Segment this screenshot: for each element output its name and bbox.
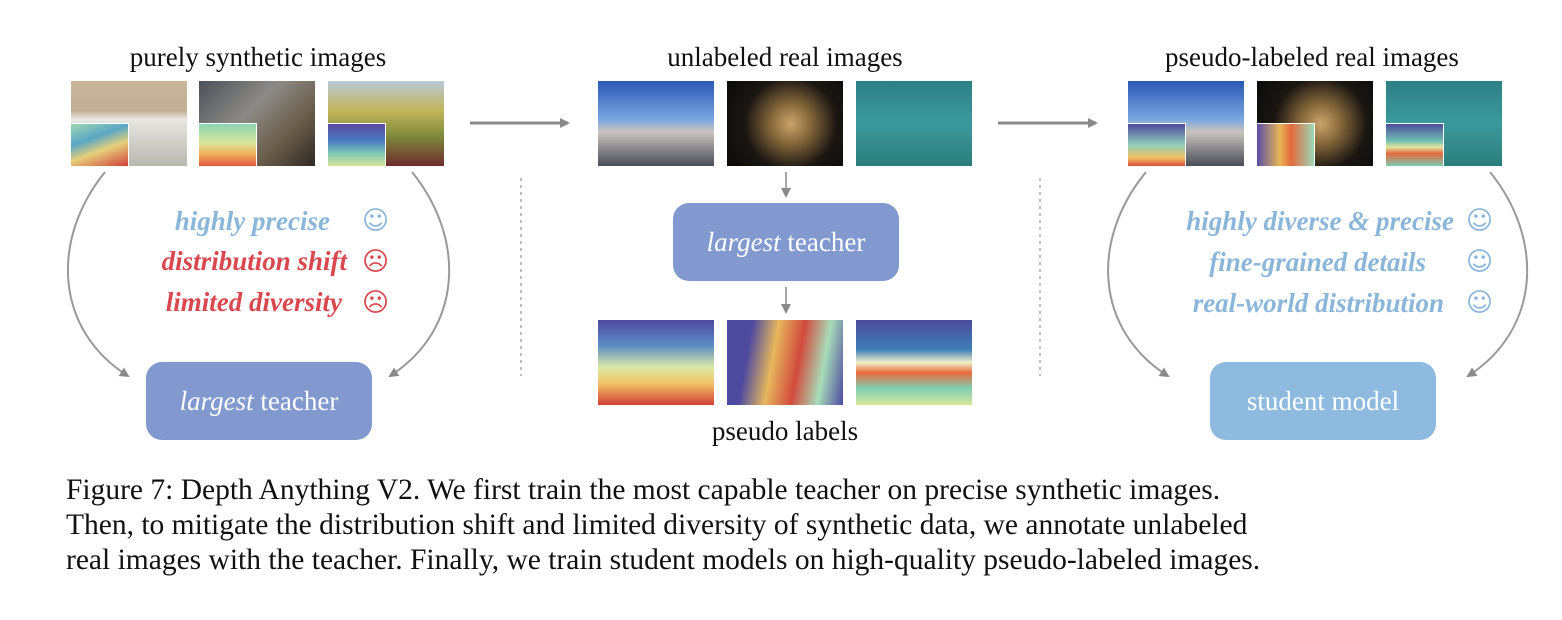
caption-line-1: Figure 7: Depth Anything V2. We first tr… — [66, 474, 1221, 506]
curve-left-b — [388, 171, 451, 378]
curve-right-b — [1466, 171, 1529, 378]
real-image-clocktower — [727, 81, 843, 166]
caption-line-3: real images with the teacher. Finally, w… — [66, 544, 1261, 576]
title-pseudo-labeled: pseudo-labeled real images — [1165, 42, 1459, 72]
frown-icon: ☹ — [362, 288, 390, 318]
pseudo-label-sharks — [856, 320, 972, 405]
teacher-label: teacher — [253, 385, 339, 416]
smiley-icon: ☺ — [1466, 247, 1494, 277]
property-highly-diverse-precise: highly diverse & precise — [1186, 206, 1454, 236]
pseudo-labeled-image-clocktower — [1257, 81, 1373, 166]
curve-left-a — [67, 171, 130, 378]
depth-inset — [1257, 123, 1315, 166]
property-fine-grained-details: fine-grained details — [1209, 247, 1426, 277]
pseudo-label-clocktower — [727, 320, 843, 405]
teacher-italic: largest — [706, 226, 781, 257]
depth-inset — [328, 123, 386, 166]
synthetic-image-industrial — [199, 81, 315, 166]
student-model-box: student model — [1210, 362, 1436, 440]
synthetic-image-forest — [328, 81, 444, 166]
title-pseudo-labels: pseudo labels — [711, 416, 859, 446]
caption-line-2: Then, to mitigate the distribution shift… — [66, 509, 1248, 541]
real-image-sharks — [856, 81, 972, 166]
pseudo-labeled-image-lakeside — [1128, 81, 1244, 166]
pseudo-labeled-image-sharks — [1386, 81, 1502, 166]
real-image-lakeside — [598, 81, 714, 166]
teacher-label: teacher — [780, 226, 866, 257]
teacher-italic: largest — [179, 385, 254, 416]
pseudo-label-lakeside — [598, 320, 714, 405]
largest-teacher-box-center: largest teacher — [673, 203, 899, 281]
title-synthetic: purely synthetic images — [129, 42, 387, 72]
largest-teacher-box: largest teacher — [146, 362, 372, 440]
smiley-icon: ☺ — [1466, 288, 1494, 318]
smiley-icon: ☺ — [1466, 206, 1494, 236]
property-highly-precise: highly precise — [174, 206, 330, 236]
synthetic-image-indoor — [71, 81, 187, 166]
depth-inset — [199, 123, 257, 166]
depth-inset — [1128, 123, 1186, 166]
depth-inset — [71, 123, 129, 166]
title-unlabeled: unlabeled real images — [667, 42, 903, 72]
curve-right-a — [1107, 171, 1170, 378]
depth-inset — [1386, 123, 1444, 166]
property-real-world-distribution: real-world distribution — [1192, 288, 1444, 318]
smiley-icon: ☺ — [362, 206, 390, 236]
property-limited-diversity: limited diversity — [165, 287, 342, 317]
frown-icon: ☹ — [362, 247, 390, 277]
property-distribution-shift: distribution shift — [161, 246, 347, 276]
